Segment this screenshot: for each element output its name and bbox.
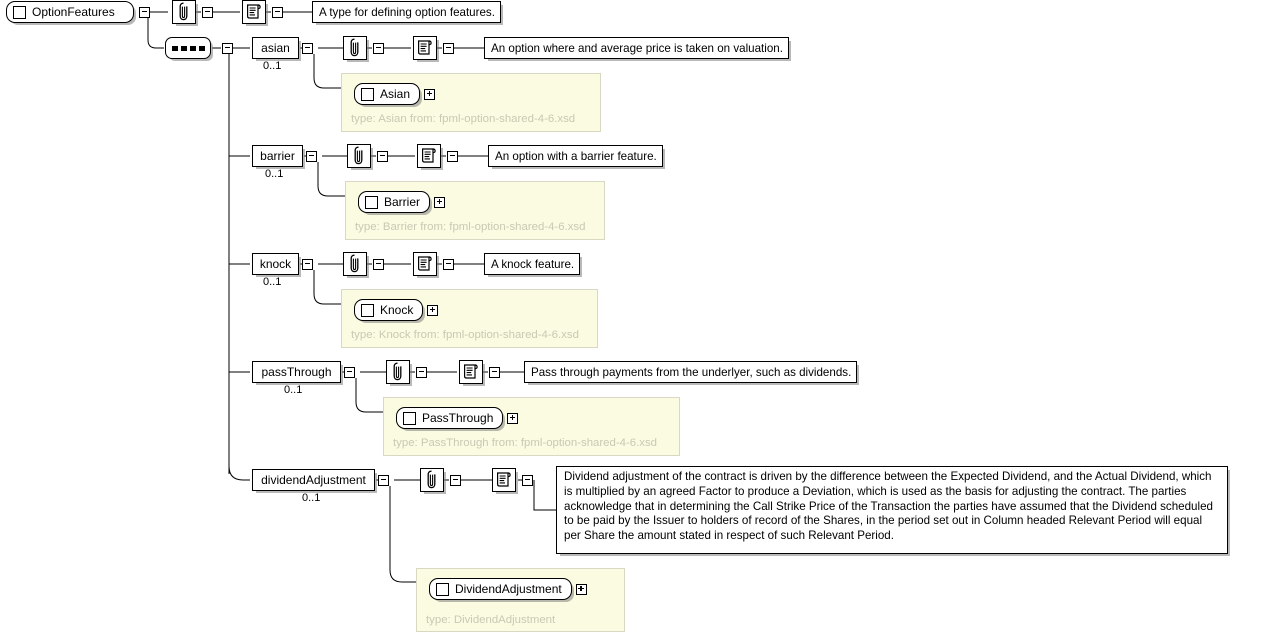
scroll-icon[interactable] [459, 360, 483, 384]
element-box-asian[interactable]: asian [252, 37, 299, 59]
passthrough-toggle-minus[interactable] [344, 366, 355, 378]
type-panel-asian: Asian type: Asian from: fpml-option-shar… [341, 73, 601, 132]
type-node-row-dividendadjustment: DividendAdjustment [429, 578, 587, 600]
scroll-icon[interactable] [492, 468, 516, 492]
type-node-toggle-plus-dividendadjustment[interactable] [575, 583, 587, 595]
asian-toggle-minus[interactable] [302, 42, 313, 54]
type-node-row-knock: Knock [354, 299, 439, 321]
type-node-passthrough[interactable]: PassThrough [396, 407, 504, 429]
scroll-icon[interactable] [413, 36, 437, 60]
type-node-toggle-plus-passthrough[interactable] [507, 412, 519, 424]
cardinality-asian: 0..1 [263, 60, 282, 72]
element-box-barrier[interactable]: barrier [252, 145, 303, 167]
paperclip-icon[interactable] [172, 0, 196, 24]
type-caption-knock: type: Knock from: fpml-option-shared-4-6… [351, 329, 579, 341]
paperclip-icon[interactable] [343, 36, 367, 60]
passthrough-documentation-toggle-minus[interactable] [489, 366, 500, 378]
sequence-dot [180, 45, 187, 51]
type-node-knock[interactable]: Knock [354, 299, 424, 321]
barrier-annotation-toggle-minus[interactable] [377, 150, 388, 162]
root-annotation-toggle-minus[interactable] [202, 6, 213, 18]
type-node-label-knock: Knock [380, 302, 414, 317]
type-caption-passthrough: type: PassThrough from: fpml-option-shar… [393, 437, 657, 449]
root-documentation-box: A type for defining option features. [312, 1, 501, 23]
type-node-row-asian: Asian [354, 83, 436, 105]
type-node-label-dividendadjustment: DividendAdjustment [455, 581, 562, 596]
sequence-toggle-minus[interactable] [222, 42, 233, 54]
sequence-compositor-node[interactable] [165, 37, 211, 59]
root-type-node[interactable]: OptionFeatures [6, 1, 134, 23]
dividendadjustment-documentation-toggle-minus[interactable] [522, 474, 533, 486]
element-marker-icon [361, 303, 374, 317]
dividendadjustment-annotation-toggle-minus[interactable] [450, 474, 461, 486]
sequence-dot [171, 45, 178, 51]
type-node-dividendadjustment[interactable]: DividendAdjustment [429, 578, 572, 600]
type-node-row-passthrough: PassThrough [396, 407, 519, 429]
scroll-icon[interactable] [413, 252, 437, 276]
type-panel-knock: Knock type: Knock from: fpml-option-shar… [341, 289, 598, 348]
documentation-box-passthrough: Pass through payments from the underlyer… [524, 361, 858, 383]
paperclip-icon[interactable] [347, 144, 371, 168]
element-marker-icon [13, 5, 26, 19]
knock-toggle-minus[interactable] [302, 258, 313, 270]
type-caption-asian: type: Asian from: fpml-option-shared-4-6… [351, 113, 576, 125]
cardinality-dividendadjustment: 0..1 [302, 492, 321, 504]
paperclip-icon[interactable] [420, 468, 444, 492]
barrier-toggle-minus[interactable] [306, 150, 317, 162]
element-marker-icon [436, 582, 449, 596]
type-caption-dividendadjustment: type: DividendAdjustment [426, 614, 556, 626]
sequence-dot [189, 45, 196, 51]
sequence-dot [198, 45, 205, 51]
documentation-box-knock: A knock feature. [484, 253, 581, 275]
root-documentation-toggle-minus[interactable] [272, 6, 283, 18]
documentation-box-dividendadjustment: Dividend adjustment of the contract is d… [556, 466, 1228, 554]
element-marker-icon [365, 195, 378, 209]
root-toggle-minus[interactable] [139, 6, 150, 18]
type-panel-dividendadjustment: DividendAdjustment type: DividendAdjustm… [416, 568, 625, 632]
type-node-asian[interactable]: Asian [354, 83, 421, 105]
type-node-label-barrier: Barrier [384, 194, 421, 209]
type-node-row-barrier: Barrier [358, 191, 446, 213]
root-type-label: OptionFeatures [32, 4, 115, 19]
element-box-dividendadjustment[interactable]: dividendAdjustment [252, 469, 375, 491]
paperclip-icon[interactable] [386, 360, 410, 384]
element-box-passthrough[interactable]: passThrough [252, 361, 341, 383]
type-caption-barrier: type: Barrier from: fpml-option-shared-4… [355, 221, 586, 233]
documentation-box-barrier: An option with a barrier feature. [488, 145, 663, 167]
dividendadjustment-toggle-minus[interactable] [378, 474, 389, 486]
cardinality-barrier: 0..1 [265, 168, 284, 180]
paperclip-icon[interactable] [343, 252, 367, 276]
type-node-toggle-plus-knock[interactable] [427, 304, 439, 316]
type-node-label-passthrough: PassThrough [422, 410, 494, 425]
type-panel-passthrough: PassThrough type: PassThrough from: fpml… [383, 397, 680, 456]
element-marker-icon [403, 411, 416, 425]
type-node-toggle-plus-barrier[interactable] [434, 196, 446, 208]
barrier-documentation-toggle-minus[interactable] [447, 150, 458, 162]
knock-documentation-toggle-minus[interactable] [443, 258, 454, 270]
element-marker-icon [361, 87, 374, 101]
scroll-icon[interactable] [242, 0, 266, 24]
knock-annotation-toggle-minus[interactable] [373, 258, 384, 270]
scroll-icon[interactable] [417, 144, 441, 168]
type-panel-barrier: Barrier type: Barrier from: fpml-option-… [345, 181, 605, 240]
element-box-knock[interactable]: knock [252, 253, 299, 275]
documentation-box-asian: An option where and average price is tak… [484, 37, 789, 59]
type-node-barrier[interactable]: Barrier [358, 191, 431, 213]
asian-documentation-toggle-minus[interactable] [443, 42, 454, 54]
cardinality-passthrough: 0..1 [284, 384, 303, 396]
passthrough-annotation-toggle-minus[interactable] [416, 366, 427, 378]
type-node-label-asian: Asian [380, 86, 411, 101]
asian-annotation-toggle-minus[interactable] [373, 42, 384, 54]
type-node-toggle-plus-asian[interactable] [424, 88, 436, 100]
cardinality-knock: 0..1 [263, 276, 282, 288]
